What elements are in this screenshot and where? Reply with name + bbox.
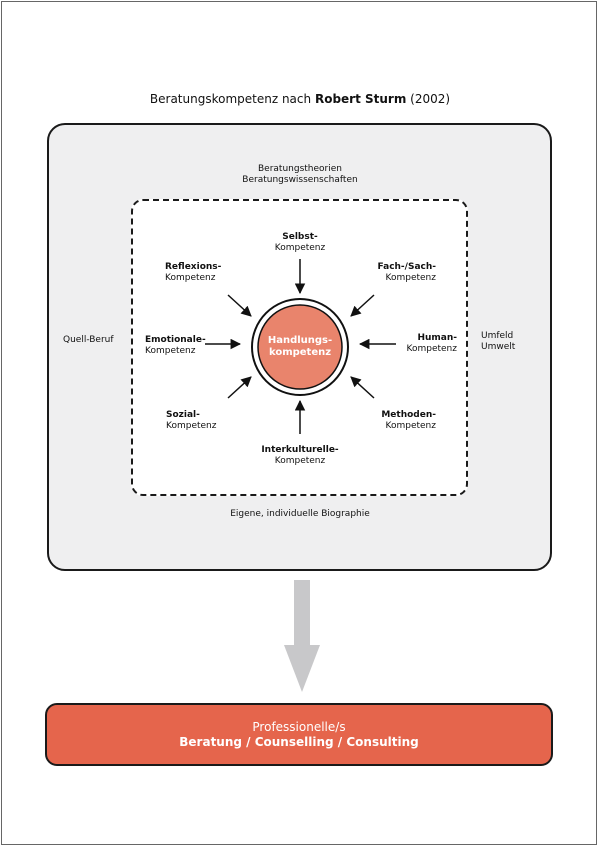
arrow-fach <box>350 294 375 317</box>
competency-sozial-normal: Kompetenz <box>166 421 217 431</box>
arrow-reflexion <box>227 294 252 317</box>
competency-fach: Fach-/Sach- Kompetenz <box>336 262 437 284</box>
big-down-arrow <box>284 580 320 692</box>
title-prefix: Beratungskompetenz nach <box>149 92 312 106</box>
arrow-sozial <box>227 376 252 399</box>
competency-human-bold: Human- <box>417 333 457 343</box>
arrow-methoden <box>350 376 375 399</box>
competency-methoden: Methoden- Kompetenz <box>336 410 436 432</box>
competency-reflexion-bold: Reflexions- <box>165 262 222 272</box>
competency-reflexion-normal: Kompetenz <box>165 273 216 283</box>
competency-human: Human- Kompetenz <box>357 333 457 355</box>
outer-top-line2: Beratungswissenschaften <box>242 175 358 185</box>
competency-methoden-normal: Kompetenz <box>385 421 436 431</box>
title-author: Robert Sturm <box>314 92 407 106</box>
competency-selbst-bold: Selbst- <box>282 232 318 242</box>
competency-selbst: Selbst- Kompetenz <box>250 232 350 254</box>
core-line1: Handlungs- <box>267 335 333 346</box>
competency-reflexion: Reflexions- Kompetenz <box>165 262 221 284</box>
title-year: (2002) <box>410 92 451 106</box>
outer-right-label: Umfeld Umwelt <box>481 331 515 353</box>
result-line2: Beratung / Counselling / Consulting <box>179 734 419 749</box>
outer-right-line1: Umfeld <box>481 331 514 341</box>
competency-sozial: Sozial- Kompetenz <box>166 410 216 432</box>
outer-bottom-label: Eigene, individuelle Biographie <box>230 509 370 519</box>
competency-emotional-bold: Emotionale- <box>145 335 206 345</box>
competency-fach-normal: Kompetenz <box>385 273 436 283</box>
competency-fach-bold: Fach-/Sach- <box>377 262 437 272</box>
competency-sozial-bold: Sozial- <box>166 410 200 420</box>
core-line2: kompetenz <box>268 347 332 358</box>
competency-emotional-normal: Kompetenz <box>145 346 196 356</box>
competency-methoden-bold: Methoden- <box>381 410 436 420</box>
outer-left-label: Quell-Beruf <box>63 335 114 345</box>
core-circle <box>257 304 343 390</box>
competency-emotional: Emotionale- Kompetenz <box>145 335 206 357</box>
competency-interkulturell-bold: Interkulturelle- <box>261 445 339 455</box>
result-line1: Professionelle/s <box>252 719 346 734</box>
competency-selbst-normal: Kompetenz <box>274 243 326 253</box>
outer-right-line2: Umwelt <box>481 342 516 352</box>
competency-interkulturell: Interkulturelle- Kompetenz <box>230 445 370 467</box>
diagram-title: Beratungskompetenz nach Robert Sturm (20… <box>0 92 600 106</box>
result-box: Professionelle/s Beratung / Counselling … <box>45 703 553 766</box>
competency-interkulturell-normal: Kompetenz <box>274 456 326 466</box>
core-label: Handlungs- kompetenz <box>258 305 342 389</box>
outer-top-label: Beratungstheorien Beratungswissenschafte… <box>200 164 400 186</box>
competency-human-normal: Kompetenz <box>406 344 457 354</box>
outer-top-line1: Beratungstheorien <box>258 164 342 174</box>
